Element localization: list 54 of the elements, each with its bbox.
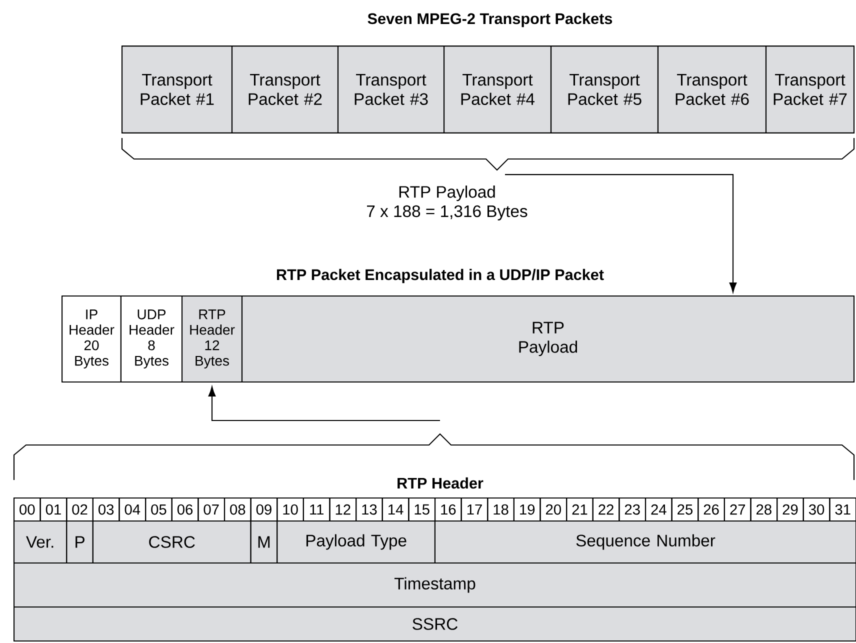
field-cell: Transport Packet #1	[121, 46, 233, 134]
bit-number-cell: 12	[329, 497, 357, 522]
section-title: RTP Packet Encapsulated in a UDP/IP Packet	[276, 268, 604, 284]
field-cell: Transport Packet #4	[444, 46, 552, 134]
header-cell: IP Header 20 Bytes	[62, 295, 122, 383]
bit-number-cell: 24	[644, 497, 672, 522]
arrow	[208, 386, 440, 422]
bit-number-cell: 16	[434, 497, 462, 522]
bit-number-cell: 19	[513, 497, 541, 522]
bit-number-cell: 28	[750, 497, 778, 522]
bit-number-cell: 23	[618, 497, 646, 522]
field-cell: SSRC	[13, 606, 856, 642]
bit-number-cell: 20	[540, 497, 568, 522]
bit-number-cell: 04	[118, 497, 146, 522]
payload-size-text: RTP Payload 7 x 188 = 1,316 Bytes	[367, 186, 528, 220]
bit-number-cell: 00	[13, 497, 41, 522]
node-label: SSRC	[412, 618, 458, 630]
bit-number-cell: 02	[66, 497, 94, 522]
bit-number-cell: 01	[40, 497, 68, 522]
bit-number-cell: 05	[145, 497, 172, 522]
arrow	[505, 174, 737, 293]
field-cell: Transport Packet #3	[337, 46, 445, 134]
field-cell: RTP Header 12 Bytes	[181, 295, 243, 383]
field-cell: Ver.	[13, 520, 68, 564]
bit-number-cell: 07	[198, 497, 226, 522]
bit-number-cell: 29	[776, 497, 804, 522]
bit-number-cell: 26	[698, 497, 725, 522]
field-cell: Transport Packet #6	[657, 46, 767, 134]
bit-number-cell: 30	[802, 497, 830, 522]
field-cell: Transport Packet #5	[550, 46, 658, 134]
bit-number-cell: 10	[276, 497, 304, 522]
brace	[121, 138, 855, 171]
bit-number-cell: 14	[382, 497, 410, 522]
bit-number-cell: 15	[408, 497, 436, 522]
section-title: RTP Header	[398, 477, 484, 489]
bit-number-cell: 21	[566, 497, 594, 522]
field-cell: Transport Packet #2	[231, 46, 339, 134]
bit-number-cell: 06	[171, 497, 199, 522]
section-title: Seven MPEG-2 Transport Packets	[368, 12, 612, 28]
bit-number-cell: 17	[460, 497, 488, 522]
field-cell: Transport Packet #7	[765, 46, 855, 134]
field-cell: P	[66, 520, 94, 564]
node-label: Sequence Number	[576, 534, 716, 550]
bit-number-cell: 18	[487, 497, 514, 522]
bit-number-cell: 22	[592, 497, 620, 522]
bit-number-cell: 08	[224, 497, 252, 522]
bit-number-cell: 25	[671, 497, 699, 522]
bit-number-cell: 09	[250, 497, 278, 522]
bit-number-cell: 27	[724, 497, 752, 522]
field-cell: M	[250, 520, 278, 564]
bit-number-cell: 03	[92, 497, 120, 522]
bit-number-cell: 31	[829, 497, 856, 522]
bit-number-cell: 13	[356, 497, 383, 522]
bit-number-cell: 11	[302, 497, 330, 522]
